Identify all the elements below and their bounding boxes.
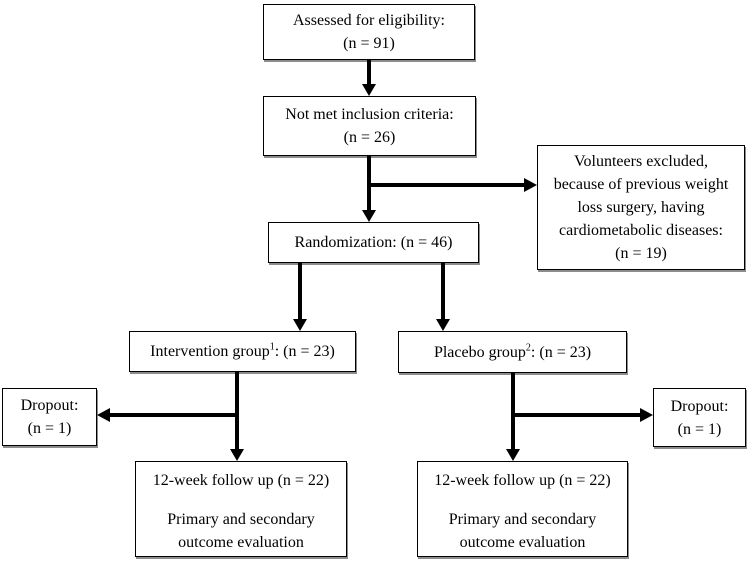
followup-right-header: 12-week follow up (n = 22) xyxy=(434,472,611,489)
placebo-name: Placebo group xyxy=(433,343,526,361)
intervention-name: Intervention group xyxy=(150,343,270,360)
arrow-intervention-to-dropout-head-icon xyxy=(97,408,110,422)
box-intervention-group: Intervention group1: (n = 23) xyxy=(129,331,356,372)
arrow-placebo-to-followup-head-icon xyxy=(506,449,520,461)
not-met-line-1: Not met inclusion criteria: xyxy=(285,106,454,123)
box-placebo-group: Placebo group2: (n = 23) xyxy=(398,331,627,373)
excluded-line-3: loss surgery, having xyxy=(577,199,705,216)
not-met-count: (n = 26) xyxy=(343,129,396,146)
arrow-placebo-to-dropout-head-icon xyxy=(640,408,653,422)
arrow-randomization-to-placebo-head-icon xyxy=(436,319,450,331)
followup-right-body-1: Primary and secondary xyxy=(448,511,597,528)
box-dropout-intervention: Dropout: (n = 1) xyxy=(2,388,97,446)
assessed-count: (n = 91) xyxy=(343,35,395,52)
box-followup-placebo: 12-week follow up (n = 22) Primary and s… xyxy=(417,461,628,557)
followup-left-body-1: Primary and secondary xyxy=(167,511,315,528)
dropout-right-line-1: Dropout: xyxy=(670,397,729,415)
arrow-intervention-to-followup-head-icon xyxy=(230,449,244,461)
excluded-line-4: cardiometabolic diseases: xyxy=(559,222,723,239)
assessed-line-1: Assessed for eligibility: xyxy=(293,12,445,29)
arrow-assessed-to-notmet-line xyxy=(367,60,371,85)
randomization-label: Randomization: (n = 46) xyxy=(294,234,453,251)
arrow-randomization-to-intervention-head-icon xyxy=(293,319,307,331)
placebo-label: Placebo group2: (n = 23) xyxy=(434,341,591,364)
box-dropout-placebo: Dropout: (n = 1) xyxy=(653,388,746,447)
box-randomization: Randomization: (n = 46) xyxy=(268,222,479,263)
followup-left-header: 12-week follow up (n = 22) xyxy=(152,472,330,489)
arrow-notmet-to-randomization-head-icon xyxy=(362,210,376,222)
followup-right-body-2: outcome evaluation xyxy=(459,534,586,551)
arrow-assessed-to-notmet-head-icon xyxy=(362,84,376,96)
dropout-left-count: (n = 1) xyxy=(27,420,72,437)
box-assessed-for-eligibility: Assessed for eligibility: (n = 91) xyxy=(263,4,475,60)
arrow-notmet-to-excluded-head-icon xyxy=(524,178,537,192)
intervention-label: Intervention group1: (n = 23) xyxy=(150,340,335,363)
arrow-intervention-to-followup-line xyxy=(235,372,239,450)
arrow-placebo-to-followup-line xyxy=(511,372,515,450)
dropout-left-line-1: Dropout: xyxy=(20,397,79,414)
arrow-randomization-to-intervention-line xyxy=(298,263,302,320)
placebo-count: : (n = 23) xyxy=(530,343,592,361)
excluded-count: (n = 19) xyxy=(615,245,667,262)
box-volunteers-excluded: Volunteers excluded, because of previous… xyxy=(537,145,745,270)
intervention-count: : (n = 23) xyxy=(274,343,335,360)
intervention-footnote-marker: 1 xyxy=(269,341,275,353)
excluded-line-2: because of previous weight xyxy=(553,176,729,193)
arrow-randomization-to-placebo-line xyxy=(441,263,445,320)
placebo-footnote-marker: 2 xyxy=(525,342,531,354)
dropout-right-count: (n = 1) xyxy=(677,420,722,438)
excluded-line-1: Volunteers excluded, xyxy=(574,153,708,170)
followup-left-body-2: outcome evaluation xyxy=(178,534,304,551)
arrow-intervention-to-dropout-line xyxy=(110,413,239,417)
box-followup-intervention: 12-week follow up (n = 22) Primary and s… xyxy=(135,461,347,557)
arrow-placebo-to-dropout-line xyxy=(513,413,640,417)
arrow-notmet-to-excluded-line xyxy=(369,183,524,187)
box-not-met-inclusion-criteria: Not met inclusion criteria: (n = 26) xyxy=(263,96,476,156)
